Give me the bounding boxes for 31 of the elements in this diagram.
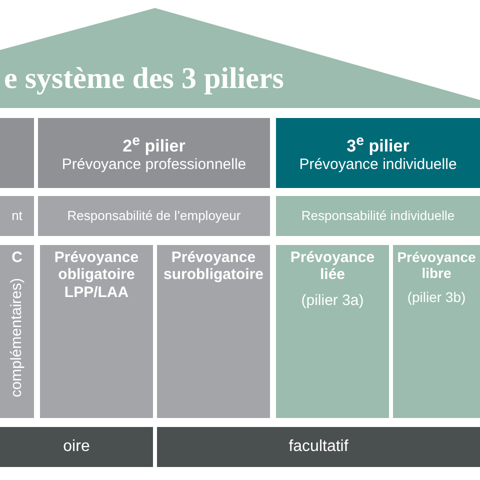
responsibility-band — [0, 196, 34, 236]
column-title: Prévoyance libre — [396, 249, 477, 282]
pillar-header — [276, 118, 480, 188]
column-note: (pilier 3a) — [301, 292, 364, 309]
pillar-column — [393, 245, 480, 418]
column-title: Prévoyance surobligatoire — [162, 249, 264, 284]
column-title: Prévoyance liée — [289, 249, 376, 284]
pillar-column — [40, 245, 153, 418]
column-note: complémentaires) — [8, 278, 26, 398]
responsibility-band — [276, 196, 480, 236]
pillar-column — [0, 245, 34, 418]
pillar-header — [38, 118, 270, 188]
responsibility-text: nt — [12, 208, 22, 224]
status-text: facultatif — [288, 438, 348, 456]
column-title: Prévoyance obligatoire LPP/LAA — [53, 249, 140, 301]
status-text: oire — [63, 438, 90, 456]
responsibility-text: Responsabilité de l’employeur — [67, 208, 241, 224]
diagram-title: e système des 3 piliers — [4, 62, 284, 96]
pillar-column — [276, 245, 389, 418]
column-note: (pilier 3b) — [407, 289, 466, 306]
pillar-subtitle: Prévoyance professionnelle — [62, 156, 246, 174]
column-title: C — [12, 249, 22, 266]
pillar-title: 3$^{e}$ pilier — [346, 132, 410, 156]
responsibility-band — [38, 196, 270, 236]
pillar-subtitle: Prévoyance individuelle — [299, 156, 457, 174]
pillar-header — [0, 118, 34, 188]
pillar-column — [157, 245, 270, 418]
pillar-title: 2$^{e}$ pilier — [122, 132, 186, 156]
responsibility-text: Responsabilité individuelle — [301, 208, 455, 224]
status-bar — [0, 427, 153, 467]
status-bar — [157, 427, 480, 467]
